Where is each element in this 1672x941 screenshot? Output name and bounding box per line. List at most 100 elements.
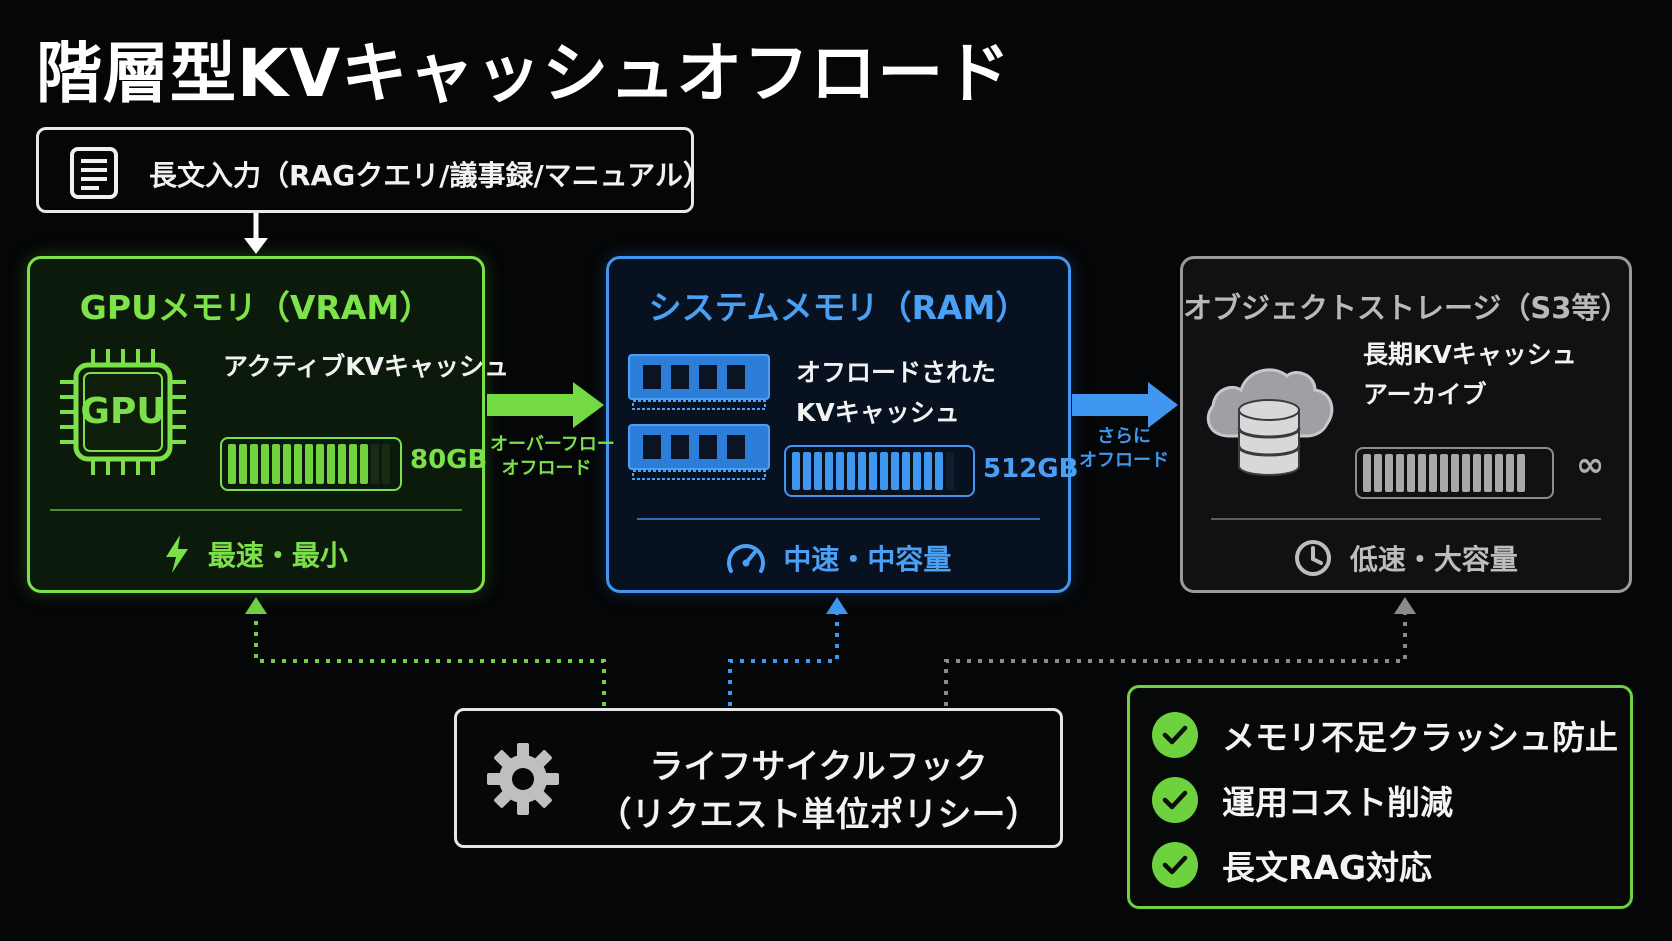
object-capacity: ∞: [1576, 445, 1605, 485]
clock-icon: [1295, 540, 1332, 576]
benefit-text: 長文RAG対応: [1222, 848, 1433, 887]
gpu-footer-text: 最速・最小: [207, 539, 348, 572]
capacity-bar-segment: [880, 452, 888, 490]
capacity-bar-segment: [283, 444, 291, 484]
lifecycle-to-gpu-line: [245, 597, 606, 706]
ram-content-line2: KVキャッシュ: [796, 398, 960, 427]
capacity-bar-segment: [869, 452, 877, 490]
capacity-bar-segment: [913, 452, 921, 490]
capacity-bar-segment: [1407, 454, 1415, 492]
capacity-bar-segment: [371, 444, 379, 484]
lifecycle-to-object-line: [944, 597, 1416, 706]
check-icon: [1152, 777, 1198, 823]
lifecycle-hook-box: ライフサイクルフック （リクエスト単位ポリシー）: [454, 708, 1063, 848]
gpu-chip-label: GPU: [80, 391, 166, 432]
capacity-bar-segment: [1385, 454, 1393, 492]
capacity-bar-segment: [836, 452, 844, 490]
capacity-bar-segment: [305, 444, 313, 484]
ram-to-object-arrow: [1072, 382, 1178, 428]
capacity-bar-segment: [902, 452, 910, 490]
lifecycle-to-ram-line: [728, 597, 848, 706]
capacity-bar-segment: [1440, 454, 1448, 492]
ram-module-icon: [628, 354, 770, 410]
ram-capacity: 512GB: [983, 454, 1079, 484]
ram-module-icon: [628, 424, 770, 480]
capacity-bar-segment: [1363, 454, 1371, 492]
capacity-bar-segment: [924, 452, 932, 490]
capacity-bar-segment: [1495, 454, 1503, 492]
capacity-bar-segment: [349, 444, 357, 484]
gpu-capacity-bar: [220, 437, 402, 491]
gpu-capacity: 80GB: [410, 445, 488, 475]
ram-to-object-label-line1: さらに: [1097, 426, 1151, 447]
capacity-bar-segment: [803, 452, 811, 490]
capacity-bar-segment: [1418, 454, 1426, 492]
system-memory-panel: システムメモリ（RAM） オフロードされた KVキャッシュ 512GB 中速・中…: [606, 256, 1078, 593]
capacity-bar-segment: [1484, 454, 1492, 492]
capacity-bar-segment: [1506, 454, 1514, 492]
capacity-bar-segment: [239, 444, 247, 484]
benefit-text: 運用コスト削減: [1222, 783, 1453, 822]
document-icon: [70, 147, 118, 199]
capacity-bar-segment: [228, 444, 236, 484]
capacity-bar-segment: [294, 444, 302, 484]
lifecycle-title: ライフサイクルフック: [649, 747, 988, 787]
lifecycle-subtitle: （リクエスト単位ポリシー）: [597, 795, 1040, 835]
check-icon: [1152, 712, 1198, 758]
ram-content-line1: オフロードされた: [796, 358, 997, 387]
capacity-bar-segment: [382, 444, 390, 484]
gpu-chip-icon: [60, 349, 186, 475]
object-panel-title: オブジェクトストレージ（S3等）: [1183, 291, 1630, 325]
gpu-memory-panel: GPUメモリ（VRAM） GPU アクティブKVキャッシュ 80GB 最速・最小: [27, 256, 509, 593]
ram-to-object-label: さらに オフロード: [1072, 425, 1176, 473]
capacity-bar-segment: [261, 444, 269, 484]
object-content-line1: 長期KVキャッシュ: [1363, 340, 1577, 369]
capacity-bar-segment: [847, 452, 855, 490]
capacity-bar-segment: [814, 452, 822, 490]
capacity-bar-segment: [1473, 454, 1481, 492]
capacity-bar-segment: [272, 444, 280, 484]
capacity-bar-segment: [250, 444, 258, 484]
capacity-bar-segment: [360, 444, 368, 484]
cloud-database-icon: [1206, 368, 1334, 476]
speedometer-icon: [726, 544, 765, 573]
capacity-bar-segment: [327, 444, 335, 484]
ram-panel-title: システムメモリ（RAM）: [648, 288, 1029, 327]
benefit-item: 長文RAG対応: [1152, 841, 1432, 889]
object-footer: 低速・大容量: [1183, 538, 1629, 578]
object-storage-panel: オブジェクトストレージ（S3等） 長期KVキャッシュ アーカイブ ∞ 低速・大容…: [1180, 256, 1632, 593]
benefits-box: メモリ不足クラッシュ防止 運用コスト削減 長文RAG対応: [1127, 685, 1633, 909]
capacity-bar-segment: [1517, 454, 1525, 492]
page-title: 階層型KVキャッシュオフロード: [36, 35, 1012, 112]
gpu-panel-title: GPUメモリ（VRAM）: [79, 288, 433, 327]
capacity-bar-segment: [1429, 454, 1437, 492]
capacity-bar-segment: [1462, 454, 1470, 492]
gear-icon: [487, 743, 559, 815]
object-content-line2: アーカイブ: [1363, 380, 1487, 409]
gpu-to-ram-arrow: [487, 382, 604, 428]
gpu-divider: [50, 509, 462, 511]
ram-capacity-bar: [784, 445, 975, 497]
benefit-item: 運用コスト削減: [1152, 776, 1453, 824]
input-label: 長文入力（RAGクエリ/議事録/マニュアル）: [149, 159, 711, 192]
check-icon: [1152, 842, 1198, 888]
capacity-bar-segment: [858, 452, 866, 490]
capacity-bar-segment: [825, 452, 833, 490]
object-divider: [1211, 518, 1601, 520]
gpu-to-ram-label: オーバーフロー オフロード: [490, 433, 615, 481]
capacity-bar-segment: [891, 452, 899, 490]
capacity-bar-segment: [1374, 454, 1382, 492]
gpu-content-label: アクティブKVキャッシュ: [223, 352, 509, 381]
capacity-bar-segment: [935, 452, 943, 490]
ram-footer: 中速・中容量: [609, 538, 1068, 578]
ram-divider: [637, 518, 1040, 520]
object-capacity-bar: [1355, 447, 1554, 499]
capacity-bar-segment: [1451, 454, 1459, 492]
gpu-footer: 最速・最小: [30, 534, 482, 574]
gpu-to-ram-label-line1: オーバーフロー: [490, 434, 615, 455]
capacity-bar-segment: [338, 444, 346, 484]
benefit-text: メモリ不足クラッシュ防止: [1222, 718, 1618, 757]
ram-to-object-label-line2: オフロード: [1079, 450, 1169, 471]
